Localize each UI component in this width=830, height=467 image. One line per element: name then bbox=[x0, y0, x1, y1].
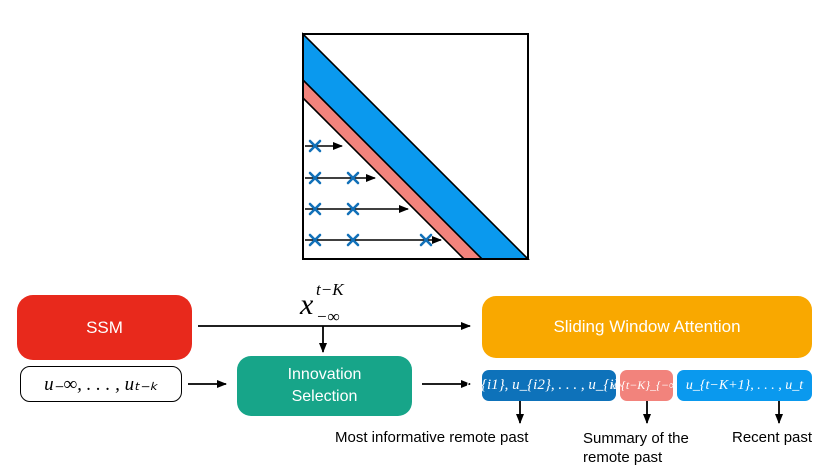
swa-label: Sliding Window Attention bbox=[553, 317, 741, 336]
cross-marker bbox=[346, 202, 360, 216]
summary-label-x: x bbox=[300, 288, 314, 321]
caption-recent: Recent past bbox=[732, 429, 813, 446]
summary-label-sup: t−K bbox=[316, 280, 344, 299]
summary-token-label: x^{t−K}_{−∞} bbox=[610, 378, 683, 392]
summary-label: x t−K −∞ bbox=[300, 280, 370, 326]
innovation-selection-box: Innovation Selection bbox=[237, 356, 412, 416]
caption-summary-line1: Summary of the bbox=[583, 430, 689, 447]
caption-summary-line2: remote past bbox=[583, 449, 663, 466]
recent-tokens-strip: u_{t−K+1}, . . . , u_t bbox=[677, 370, 812, 401]
recent-tokens-label: u_{t−K+1}, . . . , u_t bbox=[685, 377, 804, 393]
cross-marker bbox=[346, 233, 360, 247]
summary-band-edge bbox=[302, 97, 465, 260]
summary-label-sub: −∞ bbox=[316, 307, 340, 326]
summary-token-strip: x^{t−K}_{−∞} bbox=[611, 370, 682, 401]
cross-marker bbox=[308, 233, 322, 247]
caption-informative: Most informative remote past bbox=[335, 429, 529, 446]
cross-marker bbox=[308, 139, 322, 153]
sliding-window-attention-box: Sliding Window Attention bbox=[482, 296, 812, 358]
informative-tokens-strip: u_{i1}, u_{i2}, . . . , u_{iM} bbox=[466, 370, 632, 401]
cross-marker bbox=[308, 171, 322, 185]
informative-tokens-label: u_{i1}, u_{i2}, . . . , u_{iM} bbox=[466, 377, 632, 393]
cross-marker bbox=[346, 171, 360, 185]
caption-summary: Summary of the remote past bbox=[583, 429, 689, 467]
cross-marker bbox=[419, 233, 433, 247]
ssm-label: SSM bbox=[86, 317, 123, 337]
input-sequence-label: u₋∞, . . . , uₜ₋ₖ bbox=[44, 373, 158, 395]
ssm-box: SSM bbox=[17, 295, 192, 360]
innovation-label-line1: Innovation bbox=[287, 366, 362, 383]
innovation-label-line2: Selection bbox=[291, 388, 358, 405]
matrix-border bbox=[302, 33, 529, 260]
cross-marker bbox=[308, 202, 322, 216]
input-sequence-box: u₋∞, . . . , uₜ₋ₖ bbox=[20, 366, 182, 402]
attention-matrix bbox=[302, 32, 530, 260]
